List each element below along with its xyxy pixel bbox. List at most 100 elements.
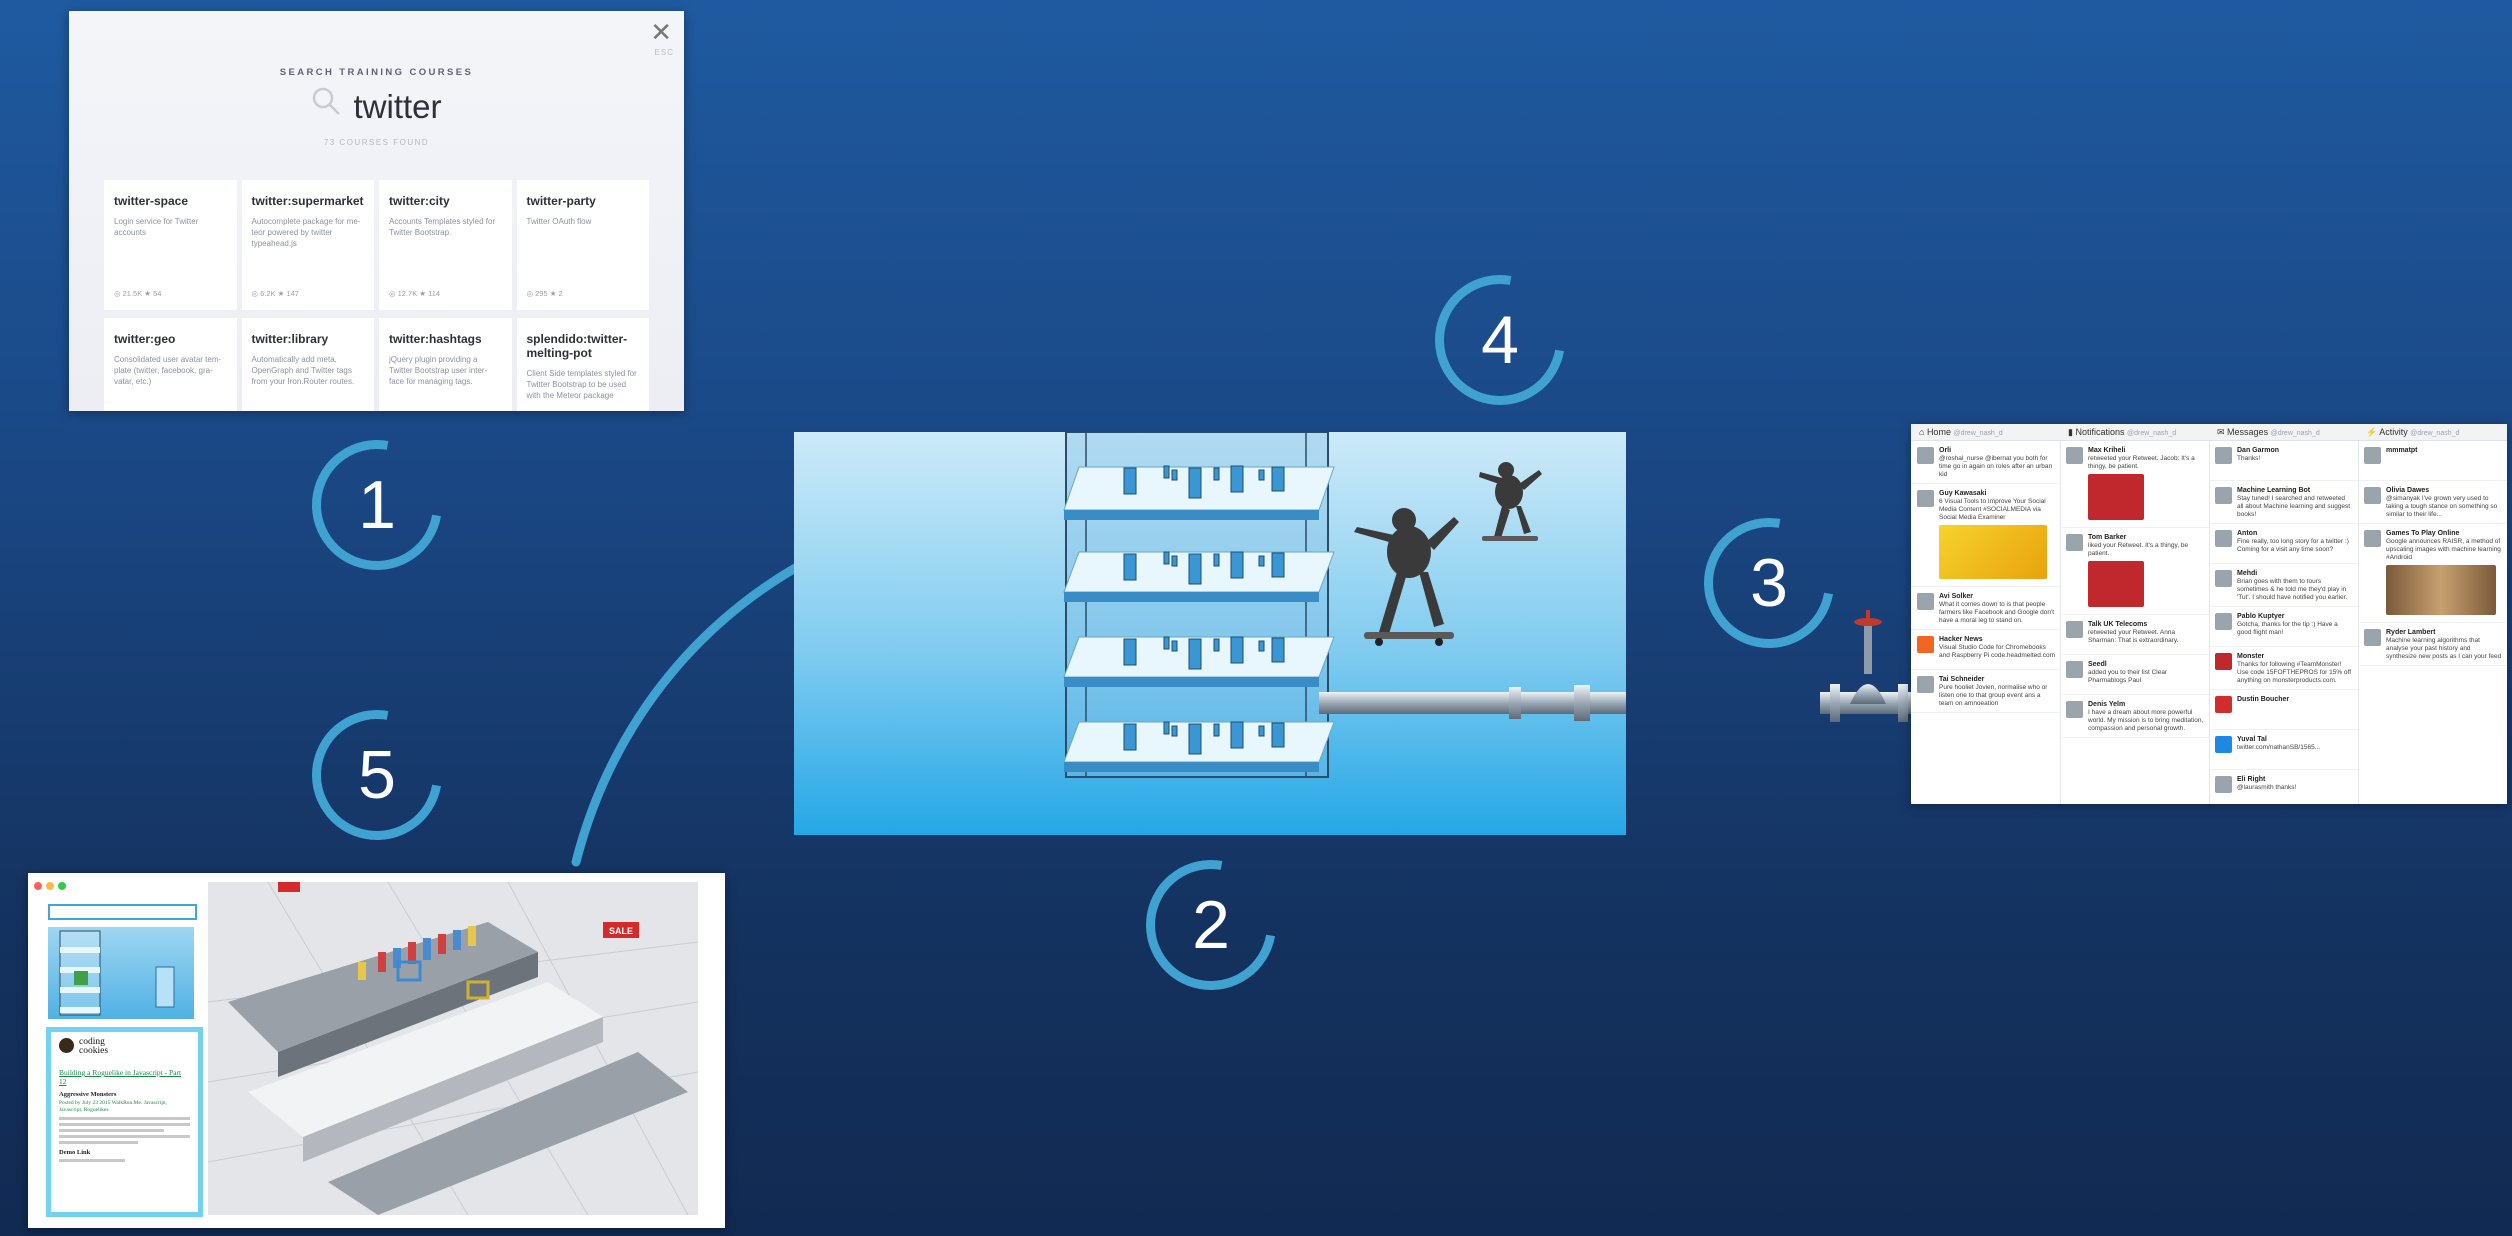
- maximize-window-button[interactable]: [58, 882, 66, 890]
- message-text: Brian goes with them to tours sometimes …: [2237, 578, 2348, 601]
- message-author: Eli Right: [2237, 776, 2266, 783]
- sale-sign: [603, 922, 639, 938]
- avatar: [2364, 447, 2381, 464]
- course-desc: Accounts Templates styled for Twitter Bo…: [389, 217, 496, 237]
- message-author: Machine Learning Bot: [2237, 487, 2311, 494]
- tweet-image[interactable]: [2088, 561, 2144, 607]
- text-line: [59, 1123, 190, 1126]
- text-line: [59, 1117, 190, 1120]
- avatar: [2066, 621, 2083, 638]
- step-number-1: 1: [358, 467, 396, 543]
- shelf-items: [1123, 465, 1285, 755]
- course-name: twitter:supermarket: [251, 194, 364, 208]
- message-item[interactable]: Eli Right@laurasmith thanks!: [2209, 770, 2358, 804]
- text-line: [59, 1135, 190, 1138]
- avatar: [1917, 447, 1934, 464]
- blog-section-heading: Aggressive Monsters: [59, 1091, 117, 1098]
- sale-sign-text: SALE: [609, 926, 633, 936]
- blog-brand-line: coding: [79, 1037, 105, 1047]
- avatar: [1917, 593, 1934, 610]
- tweet-text: added you to their list Clear Pharmablog…: [2088, 669, 2168, 684]
- activity-item[interactable]: Olivia Dawes@simanyak I've grown very us…: [2358, 481, 2507, 524]
- shopping-cart-icon: [396, 960, 422, 982]
- valve-icon: [1820, 610, 1916, 722]
- message-author: Anton: [2237, 530, 2258, 537]
- blog-post-title[interactable]: Building a Roguelike in Javascript - Par…: [59, 1068, 182, 1086]
- avatar: [2364, 530, 2381, 547]
- deck-column-notifications: ▮ Notifications @drew_nash_d Max Kriheli…: [2060, 424, 2210, 804]
- deck-column-header[interactable]: ⌂ Home @drew_nash_d: [1911, 424, 2060, 441]
- course-search-panel: ✕ ESC SEARCH TRAINING COURSES twitter 73…: [69, 11, 684, 411]
- message-author: Monster: [2237, 653, 2265, 660]
- close-icon[interactable]: ✕: [650, 17, 672, 47]
- message-author: Dustin Boucher: [2237, 696, 2290, 703]
- minimize-window-button[interactable]: [46, 882, 54, 890]
- deck-column-header[interactable]: ▮ Notifications @drew_nash_d: [2060, 424, 2209, 441]
- avatar: [2066, 701, 2083, 718]
- supermarket-3d-view[interactable]: SALE: [208, 882, 698, 1215]
- avatar: [2364, 629, 2381, 646]
- course-name: twitter:hashtags: [389, 332, 482, 346]
- deck-column-header[interactable]: ⚡ Activity @drew_nash_d: [2358, 424, 2507, 441]
- course-stats: ◎ 12.7K ★ 114: [389, 289, 441, 298]
- course-desc: Client Side templates styled for Twitter…: [526, 369, 637, 400]
- course-stats: ◎ 6.2K ★ 147: [251, 289, 299, 298]
- course-name: twitter:geo: [114, 332, 176, 346]
- tweet-author: Avi Solker: [1939, 593, 1973, 600]
- avatar: [1917, 490, 1934, 507]
- tweet-item[interactable]: Orli@roshal_nurse @ibernat you both for …: [1911, 441, 2060, 484]
- tweet-author: Denis Yelm: [2088, 701, 2126, 708]
- blog-demo-heading[interactable]: Demo Link: [59, 1149, 91, 1156]
- window-controls: [34, 877, 70, 895]
- shopping-cart-icon: [466, 980, 490, 1000]
- search-input[interactable]: twitter: [353, 88, 442, 125]
- tweet-image[interactable]: [1939, 525, 2047, 579]
- activity-item[interactable]: mmmatpt: [2358, 441, 2507, 481]
- column-handle: @drew_nash_d: [2410, 430, 2460, 437]
- tweet-text: What it comes down to is that people far…: [1939, 601, 2055, 624]
- search-query[interactable]: twitter: [69, 88, 684, 128]
- tweet-author: Talk UK Telecoms: [2088, 621, 2148, 628]
- avatar: [2066, 534, 2083, 551]
- tweet-image[interactable]: [2088, 474, 2144, 520]
- course-name: twitter:library: [251, 332, 329, 346]
- message-item[interactable]: Dustin Boucher: [2209, 690, 2358, 730]
- text-line: [59, 1129, 164, 1132]
- app-input-field[interactable]: [48, 904, 197, 920]
- tweet-image[interactable]: [2386, 565, 2496, 615]
- close-window-button[interactable]: [34, 882, 42, 890]
- deck-column-home: ⌂ Home @drew_nash_d Orli@roshal_nurse @i…: [1911, 424, 2061, 804]
- activity-author: Ryder Lambert: [2386, 629, 2436, 636]
- step-number-2: 2: [1192, 887, 1230, 963]
- deck-column-header[interactable]: ✉ Messages @drew_nash_d: [2209, 424, 2358, 441]
